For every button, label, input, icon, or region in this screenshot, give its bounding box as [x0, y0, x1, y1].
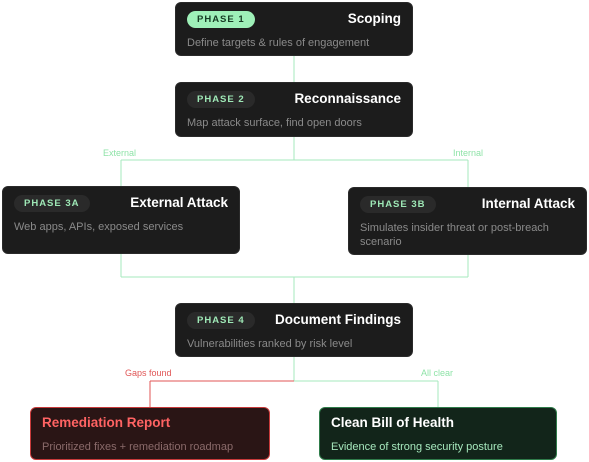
phase2-desc: Map attack surface, find open doors — [187, 117, 362, 129]
phase3a-desc: Web apps, APIs, exposed services — [14, 221, 184, 233]
clean-bill-node: Clean Bill of Health Evidence of strong … — [319, 407, 557, 460]
phase4-desc: Vulnerabilities ranked by risk level — [187, 338, 353, 350]
remediation-report-node: Remediation Report Prioritized fixes + r… — [30, 407, 270, 460]
phase2-title: Reconnaissance — [294, 91, 401, 106]
phase3a-title: External Attack — [130, 195, 228, 210]
phase4-node: PHASE 4 Document Findings Vulnerabilitie… — [175, 303, 413, 357]
phase3b-badge: PHASE 3B — [360, 196, 436, 213]
phase1-badge: PHASE 1 — [187, 11, 255, 28]
edge-label-gaps-found: Gaps found — [125, 368, 172, 378]
phase1-desc: Define targets & rules of engagement — [187, 37, 370, 49]
phase4-badge: PHASE 4 — [187, 312, 255, 329]
phase3b-node: PHASE 3B Internal Attack Simulates insid… — [348, 187, 587, 255]
phase3b-desc: Simulates insider threat or post-breach … — [360, 222, 549, 248]
clean-bill-title: Clean Bill of Health — [331, 415, 455, 430]
edge-label-internal: Internal — [453, 148, 484, 158]
clean-bill-desc: Evidence of strong security posture — [331, 441, 503, 453]
phase2-badge: PHASE 2 — [187, 91, 255, 108]
phase1-title: Scoping — [347, 11, 401, 26]
remediation-desc: Prioritized fixes + remediation roadmap — [42, 441, 234, 453]
phase1-node: PHASE 1 Scoping Define targets & rules o… — [175, 2, 413, 56]
edge-label-external: External — [103, 148, 137, 158]
edge-label-all-clear: All clear — [421, 368, 454, 378]
phase3a-node: PHASE 3A External Attack Web apps, APIs,… — [2, 186, 240, 254]
phase3b-title: Internal Attack — [481, 196, 575, 211]
remediation-title: Remediation Report — [42, 415, 171, 430]
phase3a-badge: PHASE 3A — [14, 195, 90, 212]
phase4-title: Document Findings — [275, 312, 401, 327]
phase2-node: PHASE 2 Reconnaissance Map attack surfac… — [175, 82, 413, 137]
